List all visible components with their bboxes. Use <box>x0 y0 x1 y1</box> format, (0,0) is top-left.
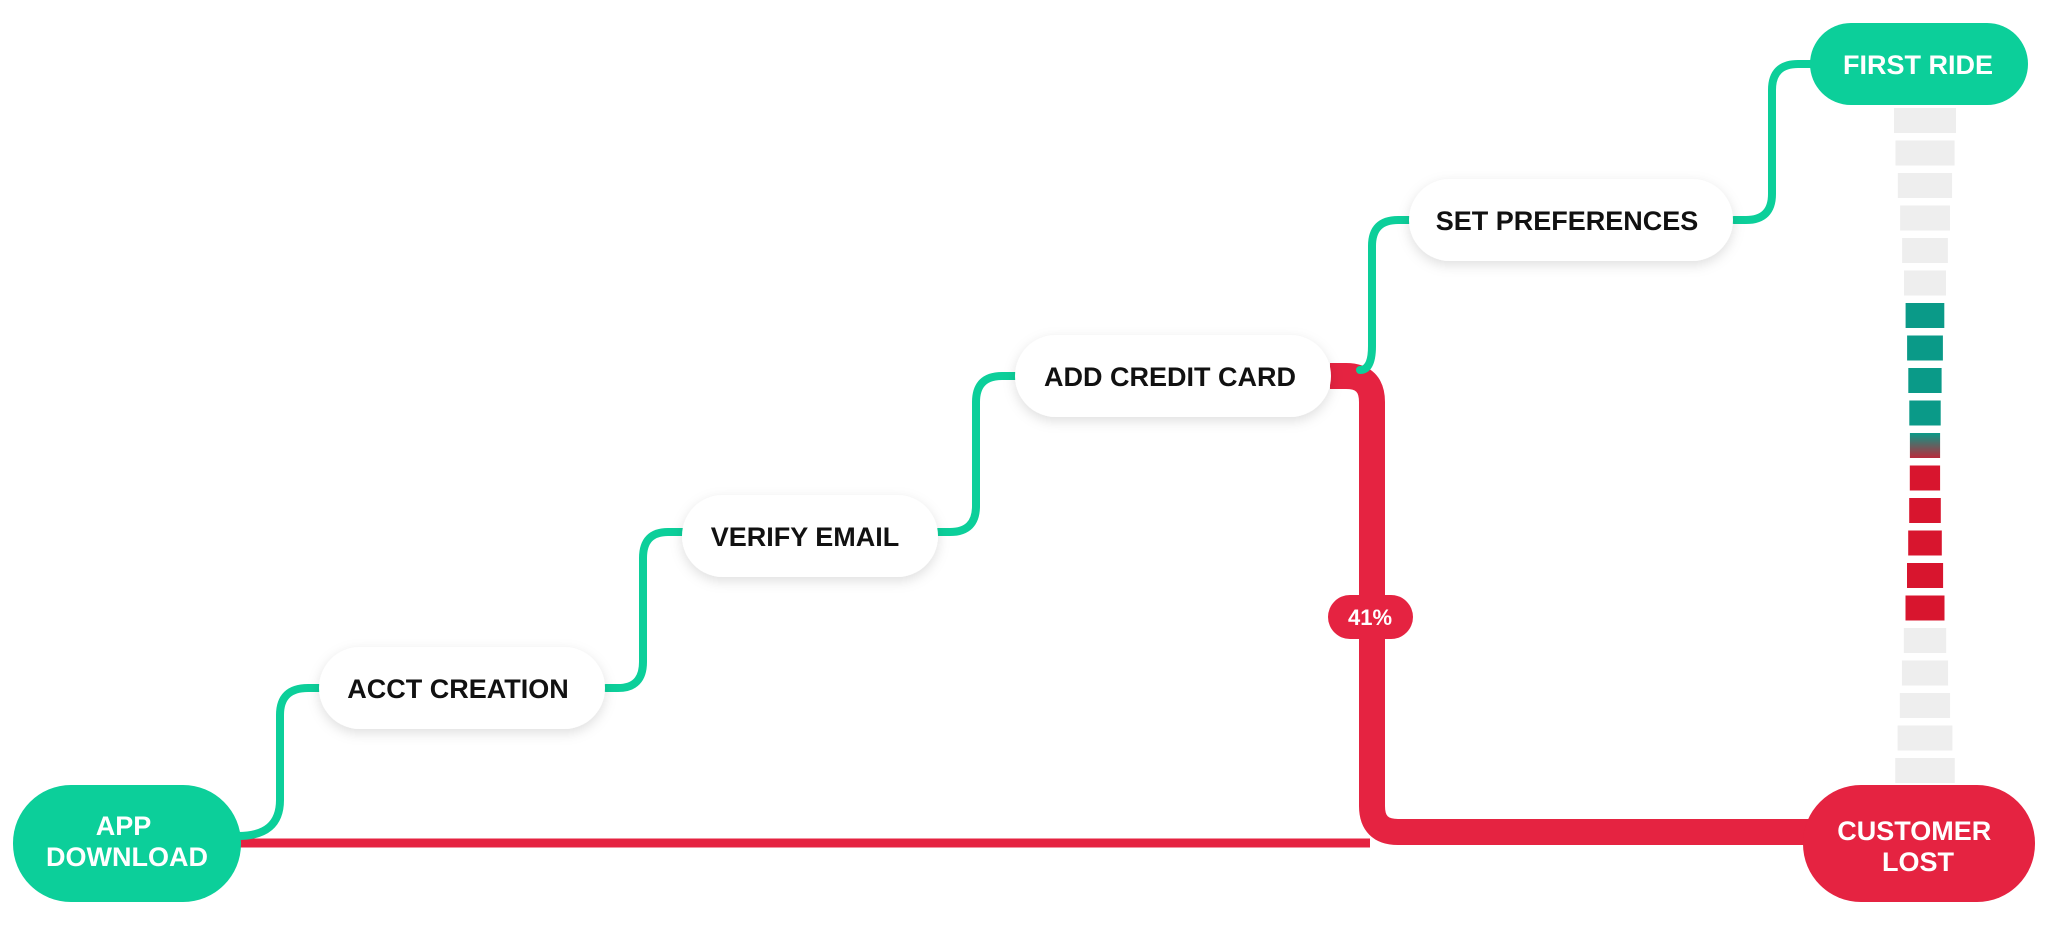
step-acct-creation: ACCT CREATION <box>319 647 605 729</box>
gauge-segment <box>1905 303 1945 328</box>
add-credit-card-label: ADD CREDIT CARD <box>1044 362 1296 392</box>
gauge-segment <box>1899 693 1951 718</box>
gauge-segment <box>1900 205 1950 231</box>
gauge-segment <box>1901 660 1949 686</box>
svg-text:APP DOWNLOAD: APP DOWNLOAD <box>46 811 208 872</box>
set-preferences-label: SET PREFERENCES <box>1436 206 1699 236</box>
step-set-preferences: SET PREFERENCES <box>1409 179 1733 261</box>
dropoff-percentage: 41% <box>1348 605 1392 630</box>
gauge-segment <box>1909 498 1941 523</box>
app-download-pill <box>13 785 241 902</box>
gauge-segment <box>1909 433 1941 458</box>
customer-lost-label-line1: CUSTOMER <box>1837 816 1991 846</box>
gauge-segment <box>1909 400 1941 426</box>
gauge-segment <box>1908 368 1942 393</box>
step-add-credit-card: ADD CREDIT CARD <box>1015 335 1331 417</box>
dropoff-badge: 41% <box>1328 595 1413 639</box>
gauge-segment <box>1902 238 1948 263</box>
conversion-gauge <box>1894 108 1956 783</box>
gauge-segment <box>1895 140 1955 166</box>
gauge-segment <box>1908 530 1942 556</box>
connector-3 <box>934 372 1020 536</box>
acct-creation-label: ACCT CREATION <box>347 674 568 704</box>
first-ride-label: FIRST RIDE <box>1843 50 1993 80</box>
gauge-segment <box>1894 108 1956 133</box>
customer-lost-label-line2: LOST <box>1882 847 1955 877</box>
step-app-download: APP DOWNLOAD <box>13 785 241 902</box>
connector-1 <box>234 684 324 840</box>
gauge-segment <box>1905 595 1945 621</box>
add-credit-card-pill <box>1015 335 1331 417</box>
verify-email-pill <box>682 495 938 577</box>
gauge-segment <box>1895 758 1955 783</box>
verify-email-label: VERIFY EMAIL <box>711 522 900 552</box>
dropoff-badge-pill <box>1328 595 1413 639</box>
set-preferences-pill <box>1409 179 1733 261</box>
outcome-customer-lost: CUSTOMER LOST <box>1803 785 2035 902</box>
svg-text:CUSTOMER LOST: CUSTOMER LOST <box>1837 816 1999 877</box>
step-verify-email: VERIFY EMAIL <box>682 495 938 577</box>
gauge-segment <box>1897 725 1953 751</box>
gauge-segment <box>1909 465 1941 491</box>
acct-creation-pill <box>319 647 605 729</box>
gauge-segment <box>1907 335 1943 361</box>
app-download-label-line1: APP <box>96 811 152 841</box>
connector-4 <box>1356 216 1414 374</box>
connector-2 <box>602 528 687 692</box>
customer-lost-pill <box>1803 785 2035 902</box>
gauge-segment <box>1907 563 1944 588</box>
gauge-segment <box>1904 270 1946 296</box>
gauge-segment <box>1903 628 1947 653</box>
app-download-label-line2: DOWNLOAD <box>46 842 208 872</box>
first-ride-pill <box>1810 23 2028 105</box>
connector-5 <box>1730 60 1816 224</box>
step-connectors <box>234 60 1816 840</box>
gauge-segment <box>1897 173 1953 198</box>
step-first-ride: FIRST RIDE <box>1810 23 2028 105</box>
